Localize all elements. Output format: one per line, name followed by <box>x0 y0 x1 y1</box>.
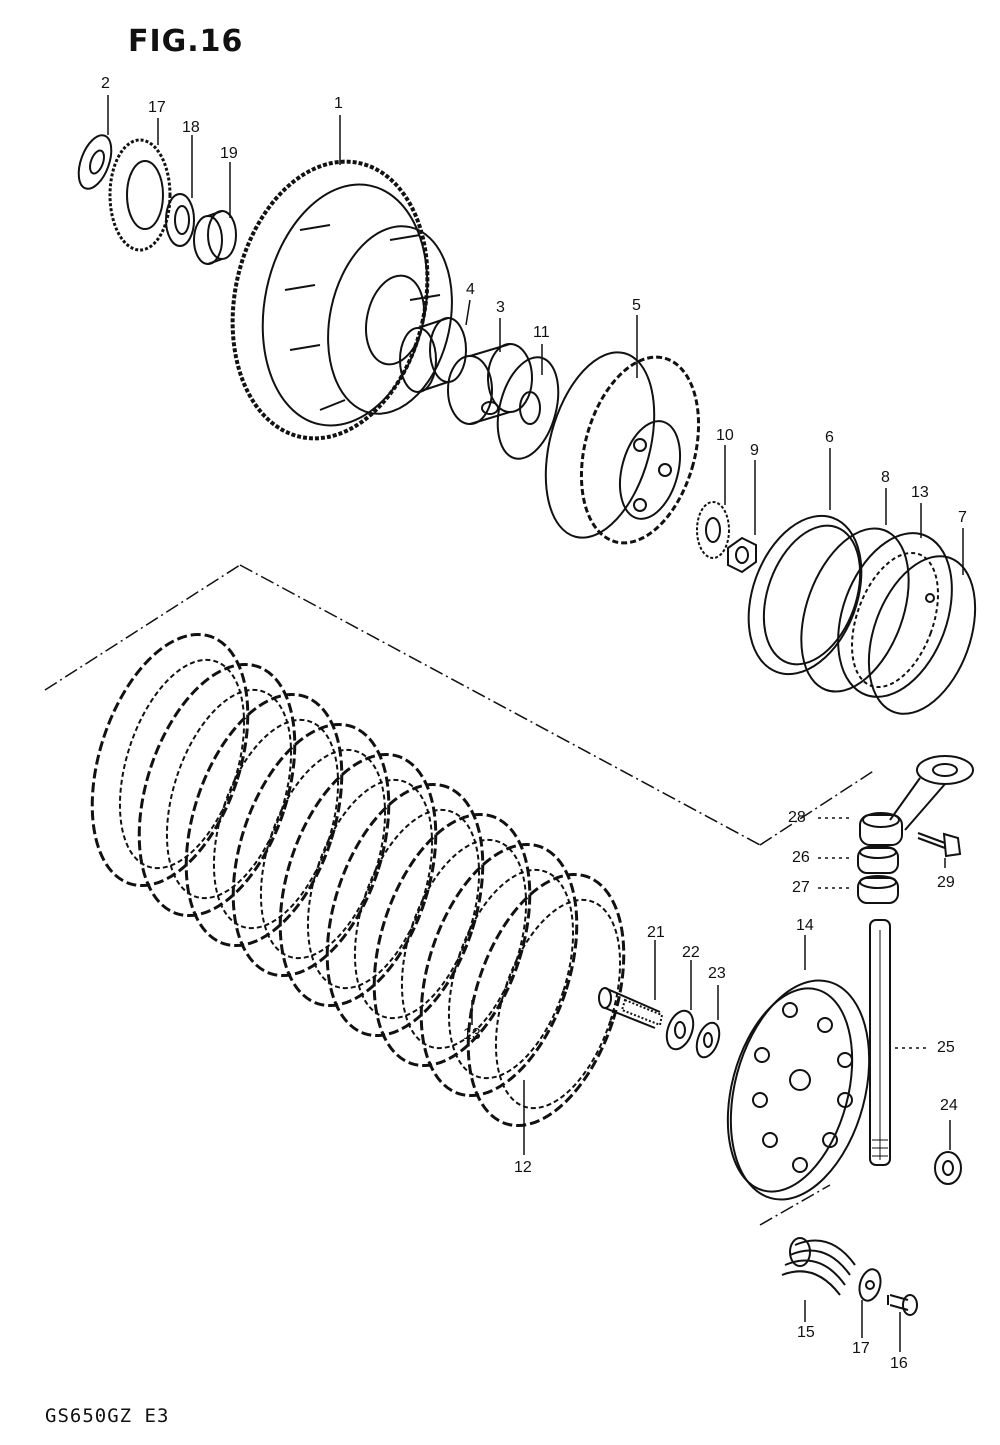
part-label-11: 11 <box>533 324 550 341</box>
clutch-plate-stack <box>90 632 626 1128</box>
part-2-washer <box>77 134 113 190</box>
part-label-7: 7 <box>958 509 967 526</box>
assembly-guide-lines <box>44 564 876 1226</box>
part-label-6: 6 <box>825 429 834 446</box>
part-label-5: 5 <box>632 297 641 314</box>
part-25-release-shaft <box>869 919 891 1166</box>
part-15-spring <box>781 1237 856 1296</box>
part-label-16: 16 <box>890 1355 908 1372</box>
part-label-27: 27 <box>792 879 810 896</box>
part-label-19: 18 <box>182 119 200 136</box>
figure-title: FIG.16 <box>128 24 244 59</box>
part-14-pressure-plate <box>726 979 871 1201</box>
part-label-23: 23 <box>708 965 726 982</box>
part-label-18: 17 <box>148 99 166 116</box>
clutch-plate-outer <box>325 782 485 1038</box>
part-label-14: 14 <box>796 917 814 934</box>
clutch-plate-outer <box>466 872 626 1128</box>
part-19-spacer <box>165 193 195 247</box>
model-code: GS650GZ E3 <box>45 1405 170 1427</box>
clutch-plate-outer <box>90 632 250 888</box>
clutch-plate-outer <box>278 752 438 1008</box>
part-label-9: 9 <box>750 442 759 459</box>
part-6-spring-seat <box>747 514 863 676</box>
leader-lines <box>107 95 964 1352</box>
part-3-sleeve <box>447 343 533 425</box>
part-28-release-arm <box>859 755 974 846</box>
clutch-plate-inner <box>447 868 575 1080</box>
part-13-plate-top <box>837 532 953 698</box>
part-21-release-rack <box>598 987 664 1029</box>
part-label-12: 12 <box>514 1159 532 1176</box>
part-label-10: 10 <box>716 427 734 444</box>
part-17-washer <box>858 1268 882 1302</box>
part-label-29: 29 <box>937 874 955 891</box>
part-22-bearing <box>665 1009 695 1051</box>
part-label-22: 22 <box>682 944 700 961</box>
part-5-clutch-hub <box>544 351 701 545</box>
clutch-plate-outer <box>419 842 579 1098</box>
part-label-4: 4 <box>466 281 475 298</box>
part-label-21: 21 <box>647 924 665 941</box>
part-label-15: 15 <box>797 1324 815 1341</box>
part-16-bolt <box>887 1294 918 1316</box>
part-label-8: 8 <box>881 469 890 486</box>
part-label-25: 25 <box>937 1039 955 1056</box>
part-label-3: 3 <box>496 299 505 316</box>
part-23-washer <box>695 1021 721 1059</box>
part-label-24: 24 <box>940 1097 958 1114</box>
part-label-28: 28 <box>788 809 806 826</box>
part-label-26: 26 <box>792 849 810 866</box>
part-label-1: 1 <box>334 95 343 112</box>
part-20-needle-bearing <box>193 210 237 265</box>
part-label-2: 2 <box>101 75 110 92</box>
clutch-plate-outer <box>231 722 391 978</box>
part-27-bushing <box>857 875 899 904</box>
part-26-spacer <box>857 845 899 874</box>
part-label-20: 19 <box>220 145 238 162</box>
clutch-plate-outer <box>184 692 344 948</box>
clutch-plate-outer <box>372 812 532 1068</box>
clutch-plate-outer <box>137 662 297 918</box>
part-7-circlip <box>867 555 977 715</box>
part-1-clutch-housing <box>230 159 453 441</box>
part-24-oil-seal <box>934 1151 962 1185</box>
part-10-lock-washer <box>696 501 730 559</box>
part-29-bolt <box>917 832 962 858</box>
part-9-nut <box>727 536 757 574</box>
part-label-17: 17 <box>852 1340 870 1357</box>
part-18-gear-plate <box>108 138 172 252</box>
part-label-13-stack: 13 <box>463 1026 481 1043</box>
part-11-washer <box>496 356 560 460</box>
part-label-13-top: 13 <box>911 484 929 501</box>
part-8-spring-washer <box>800 527 910 693</box>
